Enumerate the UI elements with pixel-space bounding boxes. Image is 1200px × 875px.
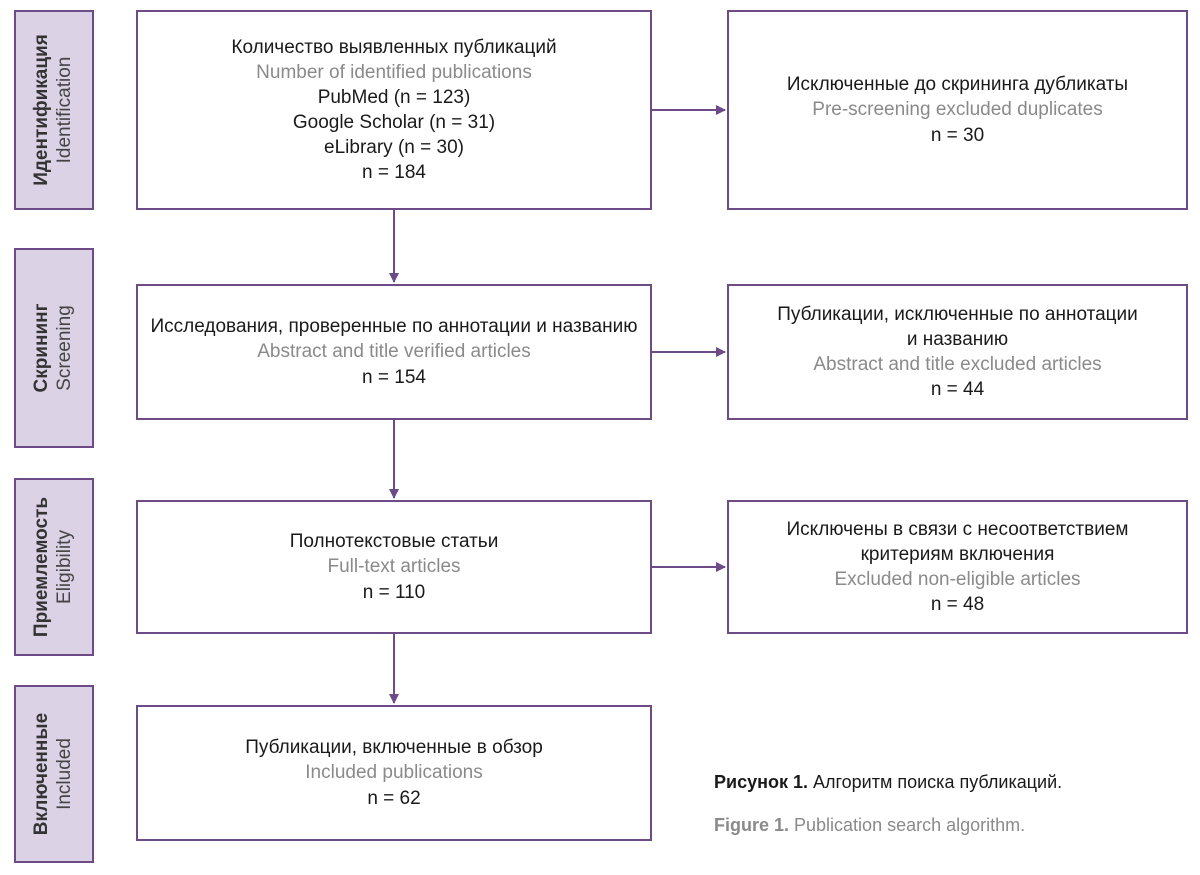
identified-source-pubmed: PubMed (n = 123) [317, 86, 471, 108]
duplicates-title-en: Pre-screening excluded duplicates [812, 99, 1103, 121]
identified-source-elibrary: eLibrary (n = 30) [324, 137, 464, 159]
screen-excluded-box: Публикации, исключенные по аннотации и н… [727, 284, 1188, 420]
included-title-ru: Публикации, включенные в обзор [245, 737, 543, 759]
included-count: n = 62 [367, 787, 421, 809]
screened-title-en: Abstract and title verified articles [257, 341, 531, 363]
fulltext-count: n = 110 [362, 581, 426, 603]
screen-excluded-title-ru-1: Публикации, исключенные по аннотации [777, 303, 1138, 325]
fulltext-title-ru: Полнотекстовые статьи [289, 531, 499, 553]
identified-title-ru: Количество выявленных публикаций [231, 36, 557, 58]
non-eligible-title-ru-1: Исключены в связи с несоответствием [786, 518, 1129, 540]
duplicates-title-ru: Исключенные до скрининга дубликаты [786, 74, 1129, 96]
non-eligible-box: Исключены в связи с несоответствием крит… [727, 500, 1188, 634]
screened-title-ru: Исследования, проверенные по аннотации и… [150, 316, 638, 338]
identified-count: n = 184 [362, 162, 426, 184]
identified-source-google-scholar: Google Scholar (n = 31) [292, 112, 496, 133]
figure-caption-en-text: Publication search algorithm. [789, 815, 1026, 835]
figure-caption-en-label: Figure 1. [714, 815, 790, 835]
included-box: Публикации, включенные в обзор Included … [136, 705, 652, 841]
fulltext-title-en: Full-text articles [327, 556, 461, 578]
stage-screening: Скрининг Screening [14, 248, 94, 448]
figure-caption-ru: Рисунок 1. Алгоритм поиска публикаций. [714, 772, 1062, 793]
non-eligible-title-ru-2: критериям включения [860, 543, 1055, 565]
non-eligible-count: n = 48 [930, 594, 985, 616]
duplicates-count: n = 30 [930, 124, 985, 146]
screen-excluded-count: n = 44 [930, 379, 985, 401]
screened-box: Исследования, проверенные по аннотации и… [136, 284, 652, 420]
screen-excluded-title-en: Abstract and title excluded articles [813, 354, 1102, 375]
identified-title-en: Number of identified publications [256, 61, 532, 83]
stage-eligibility: Приемлемость Eligibility [14, 478, 94, 656]
fulltext-box: Полнотекстовые статьи Full-text articles… [136, 500, 652, 634]
figure-caption-en: Figure 1. Publication search algorithm. [714, 815, 1025, 836]
non-eligible-title-en: Excluded non-eligible articles [834, 569, 1081, 590]
figure-caption-ru-text: Алгоритм поиска публикаций. [807, 772, 1063, 792]
included-title-en: Included publications [305, 762, 483, 784]
duplicates-box: Исключенные до скрининга дубликаты Pre-s… [727, 10, 1188, 210]
stage-included: Включенные Included [14, 685, 94, 863]
stage-identification: Идентификация Identification [14, 10, 94, 210]
figure-caption-ru-label: Рисунок 1. [714, 772, 808, 792]
screened-count: n = 154 [362, 366, 426, 388]
identified-box: Количество выявленных публикаций Number … [136, 10, 652, 210]
screen-excluded-title-ru-2: и названию [906, 328, 1009, 350]
